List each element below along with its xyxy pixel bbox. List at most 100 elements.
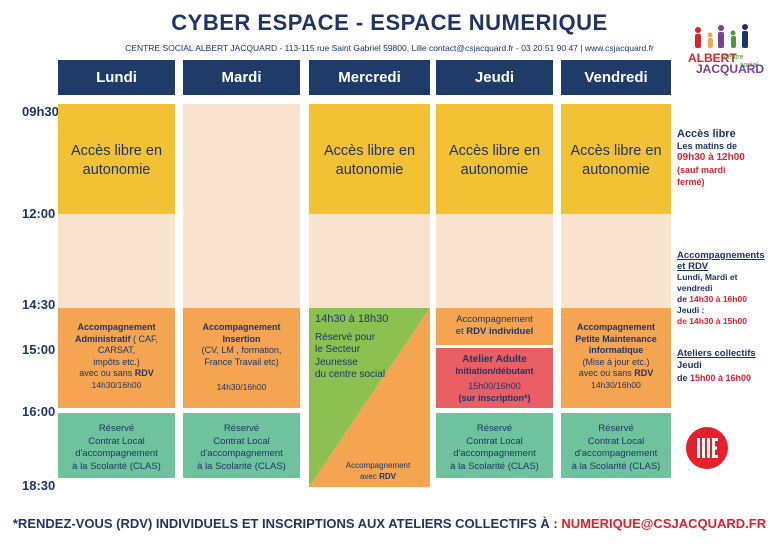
- clas-mardi: Réservé Contrat Local d'accompagnement à…: [183, 413, 300, 478]
- legend-workshops-hours: 15h00 à 16h00: [690, 373, 752, 383]
- day-header-lundi: Lundi: [58, 60, 175, 95]
- mercredi-line5: du centre social: [315, 369, 386, 380]
- day-header-mardi: Mardi: [183, 60, 300, 95]
- legend-workshops-title: Ateliers collectifs: [677, 348, 756, 359]
- free-access-line2: autonomie: [460, 162, 529, 178]
- vendredi-line5: avec ou sans: [578, 368, 635, 378]
- day-header-vendredi: Vendredi: [561, 60, 671, 95]
- clas-line2: Contrat Local: [88, 435, 145, 447]
- individual-support-jeudi: Accompagnement et RDV individuel: [436, 308, 553, 345]
- legend-support-jeudi-hours: de 14h30 à 15h00: [677, 316, 747, 326]
- clas-line4: à la Scolarité (CLAS): [72, 460, 161, 472]
- lundi-line1: Accompagnement: [77, 322, 156, 332]
- time-0930: 09h30: [22, 104, 59, 119]
- free-access-line1: Accès libre en: [448, 143, 541, 159]
- clas-line1: Réservé: [598, 423, 634, 434]
- clas-jeudi: Réservé Contrat Local d'accompagnement à…: [436, 413, 553, 478]
- lunch-break-mercredi: [309, 214, 430, 308]
- legend-support-title2: et RDV: [677, 261, 709, 272]
- lundi-line2b: ( CAF,: [130, 333, 159, 344]
- lille-logo-icon: [697, 438, 718, 458]
- legend-support-days2: vendredi: [677, 283, 713, 293]
- workshop-title: Atelier Adulte: [462, 354, 527, 365]
- vendredi-line1: Accompagnement: [576, 322, 656, 332]
- legend-support-jeudi: Jeudi :: [677, 305, 705, 315]
- legend-free-line5: fermé): [677, 177, 705, 187]
- legend-free-hours: 09h30 à 12h00: [677, 152, 745, 163]
- clas-line4: à la Scolarité (CLAS): [197, 460, 286, 472]
- logo-jacquard: JACQUARD: [696, 62, 765, 76]
- mercredi-line4: Jeunesse: [315, 356, 358, 368]
- vendredi-line3: informatique: [588, 345, 644, 355]
- legend-support-de: de: [677, 294, 690, 304]
- legend-free-access: Accès libre Les matins de 09h30 à 12h00 …: [677, 128, 745, 188]
- free-access-line2: autonomie: [582, 162, 650, 178]
- mardi-line4: France Travail etc): [204, 356, 279, 367]
- logo-albert: ALBERT: [688, 51, 737, 65]
- mercredi-line3: le Secteur: [315, 344, 361, 355]
- jeudi-rdv: RDV individuel: [466, 325, 534, 337]
- mardi-line2: Insertion: [222, 333, 261, 344]
- mercredi-line2: Réservé pour: [315, 331, 376, 343]
- legend-support-title: Accompagnements: [677, 250, 765, 261]
- lundi-line2: Administratif: [74, 333, 131, 344]
- clas-line4: à la Scolarité (CLAS): [571, 460, 661, 472]
- time-1430: 14:30: [22, 297, 56, 312]
- lundi-line4: impôts etc.): [93, 356, 140, 367]
- free-access-lundi: Accès libre en autonomie: [58, 104, 175, 214]
- lundi-line3: CARSAT,: [97, 345, 136, 355]
- footer-email-link[interactable]: NUMERIQUE@CSJACQUARD.FR: [561, 516, 767, 531]
- free-access-line1: Accès libre en: [570, 143, 662, 159]
- vendredi-hours: 14h30/16h00: [591, 379, 641, 390]
- legend-workshops: Ateliers collectifs Jeudi de 15h00 à 16h…: [677, 348, 756, 384]
- clas-lundi: Réservé Contrat Local d'accompagnement à…: [58, 413, 175, 478]
- mercredi-line7: avec: [359, 472, 380, 481]
- lundi-hours: 14h30/16h00: [91, 379, 142, 390]
- lunch-break-vendredi: [561, 214, 671, 308]
- free-access-jeudi: Accès libre en autonomie: [436, 104, 553, 214]
- time-1500: 15:00: [22, 342, 56, 357]
- jeudi-line1: Accompagnement: [456, 314, 533, 325]
- clas-vendredi: Réservé Contrat Local d'accompagnement à…: [561, 413, 671, 478]
- legend-support-hours: 14h30 à 16h00: [689, 294, 747, 304]
- vendredi-rdv: RDV: [634, 368, 654, 378]
- free-access-line1: Accès libre en: [70, 143, 163, 159]
- closed-morning-mardi: [183, 104, 300, 308]
- clas-line2: Contrat Local: [587, 435, 645, 447]
- footer-text: *RENDEZ-VOUS (RDV) INDIVIDUELS ET INSCRI…: [12, 516, 562, 531]
- mercredi-line6: Accompagnement: [345, 461, 411, 470]
- lunch-break-lundi: [58, 214, 175, 308]
- diagonal-split-shape: [309, 308, 430, 487]
- clas-line3: d'accompagnement: [574, 448, 658, 459]
- clas-line3: d'accompagnement: [75, 448, 158, 459]
- clas-line2: Contrat Local: [466, 435, 523, 447]
- free-access-line2: autonomie: [335, 162, 404, 178]
- adult-workshop-jeudi: Atelier Adulte Initiation/débutant 15h00…: [436, 348, 553, 408]
- legend-support: Accompagnements et RDV Lundi, Mardi et v…: [677, 250, 765, 327]
- mercredi-hours: 14h30 à 18h30: [315, 313, 389, 325]
- clas-line1: Réservé: [476, 423, 513, 434]
- clas-line1: Réservé: [223, 423, 260, 434]
- day-header-mercredi: Mercredi: [309, 60, 430, 95]
- time-1830: 18:30: [22, 478, 56, 493]
- mardi-hours: 14h30/16h00: [216, 382, 267, 392]
- lundi-rdv: RDV: [134, 368, 154, 378]
- page-title: CYBER ESPACE - ESPACE NUMERIQUE: [171, 10, 608, 35]
- lille-logo: [686, 427, 728, 469]
- mardi-line3: (CV, LM , formation,: [201, 345, 282, 355]
- free-access-line2: autonomie: [82, 162, 151, 178]
- free-access-vendredi: Accès libre en autonomie: [561, 104, 671, 214]
- clas-line3: d'accompagnement: [200, 448, 283, 459]
- lunch-break-jeudi: [436, 214, 553, 308]
- vendredi-line4: (Mise à jour etc.): [582, 356, 650, 367]
- legend-workshops-day: Jeudi: [677, 360, 702, 371]
- insertion-support-mardi: Accompagnement Insertion (CV, LM , forma…: [183, 308, 300, 408]
- free-access-line1: Accès libre en: [323, 143, 416, 159]
- mardi-line1: Accompagnement: [202, 322, 281, 332]
- clas-line2: Contrat Local: [213, 435, 270, 447]
- legend-support-days: Lundi, Mardi et: [677, 272, 738, 282]
- mercredi-rdv: RDV: [379, 472, 396, 481]
- free-access-mercredi: Accès libre en autonomie: [309, 104, 430, 214]
- legend-free-line4: (sauf mardi: [677, 165, 726, 175]
- lundi-line5: avec ou sans: [79, 368, 135, 378]
